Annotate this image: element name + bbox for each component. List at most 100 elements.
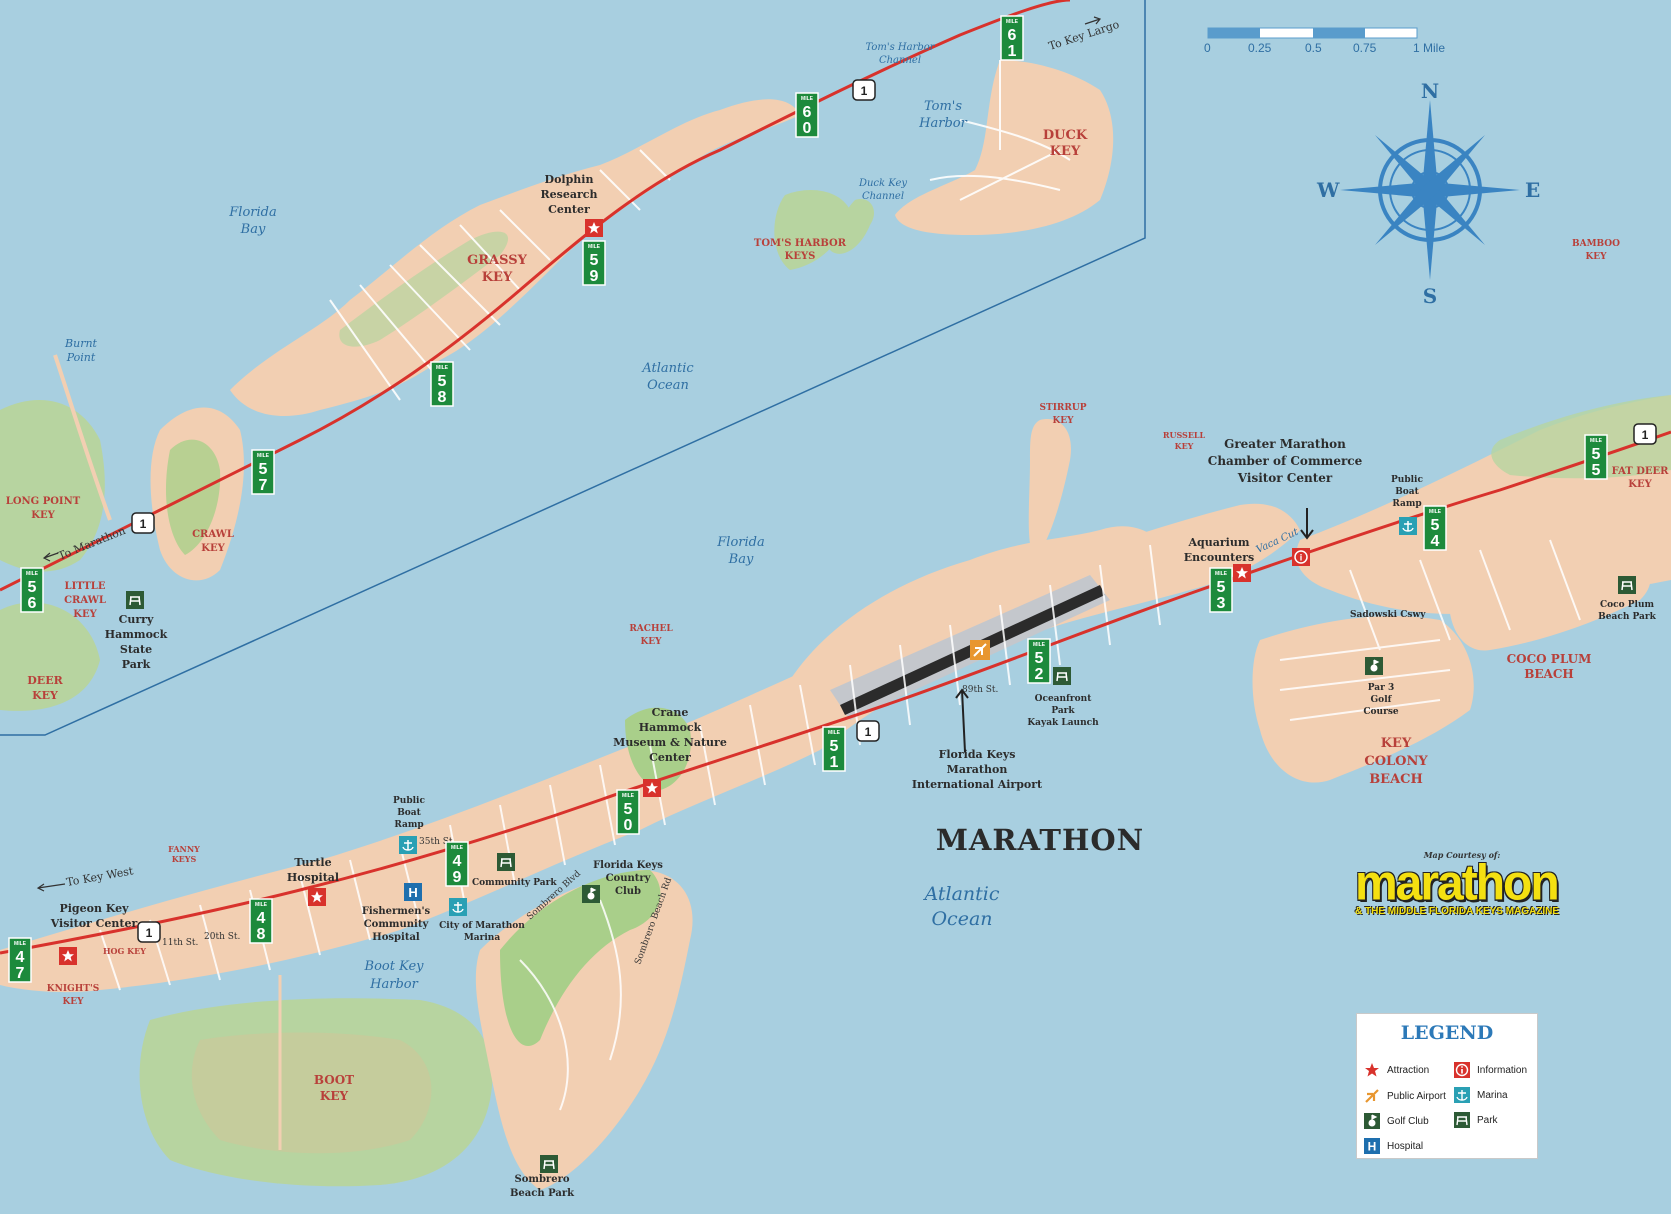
- svg-text:51: 51: [830, 738, 839, 771]
- legend-item-park: Park: [1454, 1112, 1498, 1128]
- marina-icon[interactable]: [1399, 517, 1417, 535]
- toms-harbor-keys-land: [774, 190, 850, 270]
- crane-hammock-park: [625, 707, 691, 790]
- park-icon[interactable]: [540, 1155, 558, 1173]
- compass-rose-icon: N S E W: [1316, 79, 1540, 308]
- legend-title: LEGEND: [1400, 1022, 1494, 1044]
- attraction-star-icon[interactable]: [643, 779, 661, 797]
- map-courtesy-label: Map Courtesy of:: [1423, 850, 1501, 860]
- inset-highway-us1: [0, 0, 1071, 592]
- golf-club-icon: [1364, 1113, 1380, 1129]
- svg-text:H: H: [408, 885, 417, 900]
- attraction-star-icon[interactable]: [59, 947, 77, 965]
- svg-text:MILE: MILE: [26, 571, 39, 577]
- main-map: [0, 395, 1671, 1190]
- attraction-star-icon[interactable]: [1233, 564, 1251, 582]
- attraction-star-icon: [1364, 1062, 1380, 1078]
- marathon-logo-text: marathon: [1355, 855, 1560, 912]
- svg-text:56: 56: [28, 579, 37, 612]
- country-club-park: [500, 870, 661, 1046]
- compass-e: E: [1525, 178, 1540, 202]
- svg-text:47: 47: [16, 949, 25, 982]
- legend-panel: LEGEND Attraction Information Public Air…: [1356, 1013, 1538, 1159]
- us1-shield-icon: 1: [856, 720, 880, 742]
- magazine-subtitle: & THE MIDDLE FLORIDA KEYS MAGAZINE: [1355, 906, 1560, 917]
- golf-club-icon[interactable]: [1365, 657, 1383, 675]
- coco-plum-land: [1449, 560, 1651, 651]
- svg-text:MILE: MILE: [257, 453, 270, 459]
- legend-item-marina: Marina: [1454, 1087, 1508, 1103]
- crawl-key-vegetation: [165, 439, 221, 555]
- svg-text:MILE: MILE: [622, 793, 635, 799]
- brand-logo: Map Courtesy of: marathon & THE MIDDLE F…: [1355, 850, 1595, 917]
- svg-text:49: 49: [453, 853, 462, 886]
- marina-icon[interactable]: [449, 898, 467, 916]
- arrow-airport: [955, 688, 969, 753]
- fat-deer-vegetation: [1491, 395, 1671, 479]
- information-icon[interactable]: i: [1292, 548, 1310, 566]
- marina-icon[interactable]: [399, 836, 417, 854]
- park-icon[interactable]: [1053, 667, 1071, 685]
- community-park-label: Community Park: [472, 878, 557, 888]
- attraction-star-icon[interactable]: [585, 219, 603, 237]
- us1-shield-icon: 1: [131, 512, 155, 534]
- park-icon[interactable]: [126, 591, 144, 609]
- scale-label-1mile: 1 Mile: [1413, 41, 1445, 55]
- attraction-star-icon[interactable]: [308, 888, 326, 906]
- us1-shield-icon: 1: [1633, 423, 1657, 445]
- svg-text:1: 1: [861, 84, 868, 98]
- svg-text:MILE: MILE: [451, 845, 464, 851]
- duck-key-land: [895, 60, 1114, 235]
- boot-key-interior: [191, 1032, 432, 1154]
- airport-icon[interactable]: [970, 640, 990, 660]
- park-icon[interactable]: [497, 853, 515, 871]
- hospital-icon[interactable]: H: [404, 883, 422, 901]
- golf-club-icon[interactable]: [582, 885, 600, 903]
- arrow-chamber: [1300, 508, 1314, 540]
- compass-s: S: [1423, 284, 1437, 308]
- park-icon[interactable]: [1618, 576, 1636, 594]
- burnt-point-strip: [53, 354, 112, 521]
- arrow-key-largo: [1084, 16, 1102, 25]
- svg-text:50: 50: [624, 801, 633, 834]
- svg-text:MILE: MILE: [588, 244, 601, 250]
- sadowski-label: Sadowski Cswy: [1350, 610, 1426, 620]
- map-title: MARATHON: [936, 823, 1144, 857]
- arrow-marathon: [42, 552, 59, 562]
- us1-shield-icon: 1: [137, 921, 161, 943]
